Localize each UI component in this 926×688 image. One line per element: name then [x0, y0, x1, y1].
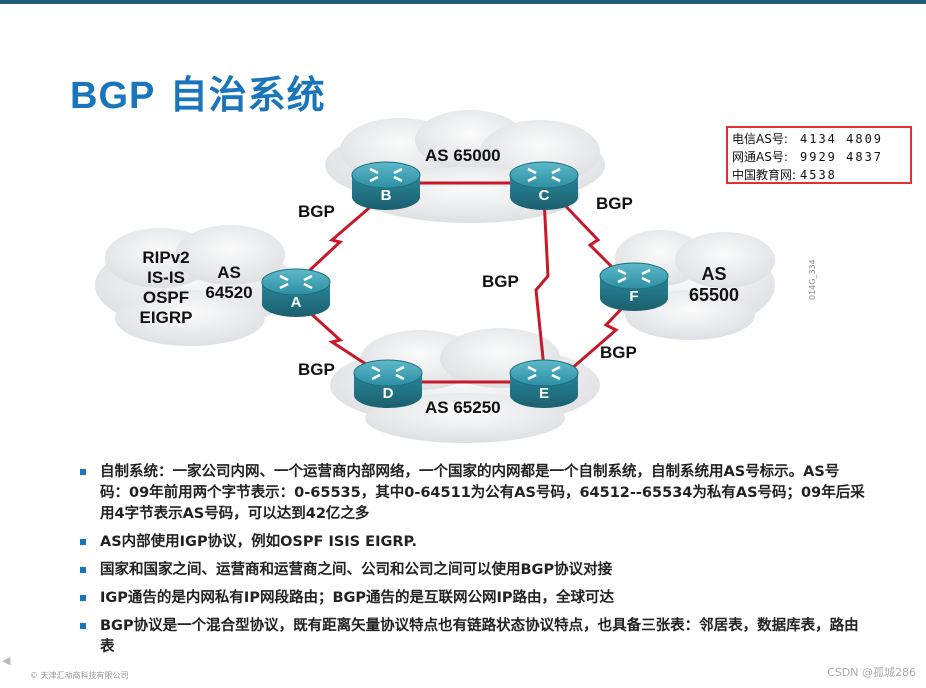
- bullet-item: 国家和国家之间、运营商和运营商之间、公司和公司之间可以使用BGP协议对接: [78, 560, 868, 581]
- bullet-icon: [80, 567, 86, 573]
- igp-ospf: OSPF: [143, 288, 189, 307]
- router-label-a: A: [291, 294, 302, 311]
- igp-isis: IS-IS: [147, 268, 185, 287]
- link-label-a-d: BGP: [298, 360, 335, 379]
- link-c-e: [534, 197, 550, 369]
- link-label-a-b: BGP: [298, 202, 335, 221]
- label-as65500-line2: 65500: [689, 285, 739, 305]
- igp-ripv2: RIPv2: [142, 248, 189, 267]
- router-arrows-icon: [527, 167, 561, 183]
- link-c-f: [554, 194, 617, 272]
- bullet-list: 自制系统：一家公司内网、一个运营商内部网络，一个国家的内网都是一个自制系统，自制…: [78, 462, 868, 665]
- link-label-e-f: BGP: [600, 343, 637, 362]
- router-arrows-icon: [371, 365, 405, 381]
- router-label-b: B: [381, 187, 392, 204]
- bullet-item: IGP通告的是内网私有IP网段路由；BGP通告的是互联网公网IP路由，全球可达: [78, 588, 868, 609]
- router-b: B: [351, 161, 421, 210]
- bullet-icon: [80, 595, 86, 601]
- top-bar: [0, 0, 926, 4]
- network-diagram: A B C D E F AS 65000 AS 65250 AS 64520 AS 655…: [95, 110, 775, 443]
- igp-eigrp: EIGRP: [140, 308, 193, 327]
- bullet-icon: [80, 539, 86, 545]
- links: [294, 181, 632, 384]
- router-arrows-icon: [279, 274, 313, 290]
- info-row-telecom: 电信AS号:4134 4809: [732, 132, 884, 146]
- router-a: A: [261, 268, 331, 317]
- prev-arrow-icon[interactable]: ◀: [2, 654, 11, 667]
- info-row-cernet: 中国教育网:4538: [732, 168, 837, 182]
- router-arrows-icon: [369, 167, 403, 183]
- slide-nav[interactable]: ◀: [2, 654, 10, 667]
- page-title: BGP 自治系统: [70, 73, 326, 117]
- bullet-item: 自制系统：一家公司内网、一个运营商内部网络，一个国家的内网都是一个自制系统，自制…: [78, 462, 868, 525]
- router-arrows-icon: [617, 268, 651, 284]
- router-e: E: [509, 359, 579, 408]
- info-row-netcom: 网通AS号:9929 4837: [732, 150, 884, 164]
- label-as64520-line2: 64520: [205, 283, 252, 302]
- router-label-f: F: [629, 288, 638, 305]
- label-as65000: AS 65000: [425, 146, 501, 165]
- bullet-icon: [80, 469, 86, 475]
- router-f: F: [599, 262, 669, 311]
- label-as65250: AS 65250: [425, 398, 501, 417]
- link-a-b: [294, 188, 391, 285]
- router-label-c: C: [539, 187, 550, 204]
- link-label-c-f: BGP: [596, 194, 633, 213]
- bullet-icon: [80, 623, 86, 629]
- label-as64520-line1: AS: [217, 263, 241, 282]
- cloud-as64520: [95, 225, 295, 346]
- router-label-d: D: [383, 385, 394, 402]
- router-label-e: E: [539, 385, 549, 402]
- router-arrows-icon: [527, 365, 561, 381]
- bullet-item: BGP协议是一个混合型协议，既有距离矢量协议特点也有链路状态协议特点，也具备三张…: [78, 616, 868, 658]
- figure-code: 014G_334: [808, 259, 817, 300]
- footer-copyright: © 天津汇动商科技有限公司: [30, 671, 129, 680]
- link-a-d: [294, 298, 379, 374]
- bullet-item: AS内部使用IGP协议，例如OSPF ISIS EIGRP.: [78, 532, 868, 553]
- as-number-box: 电信AS号:4134 4809 网通AS号:9929 4837 中国教育网:45…: [726, 126, 912, 184]
- footer-watermark: CSDN @孤城286: [827, 666, 916, 679]
- label-as65500-line1: AS: [701, 264, 726, 284]
- link-e-f: [569, 298, 632, 372]
- link-label-c-e: BGP: [482, 272, 519, 291]
- router-d: D: [353, 359, 423, 408]
- router-c: C: [509, 161, 579, 210]
